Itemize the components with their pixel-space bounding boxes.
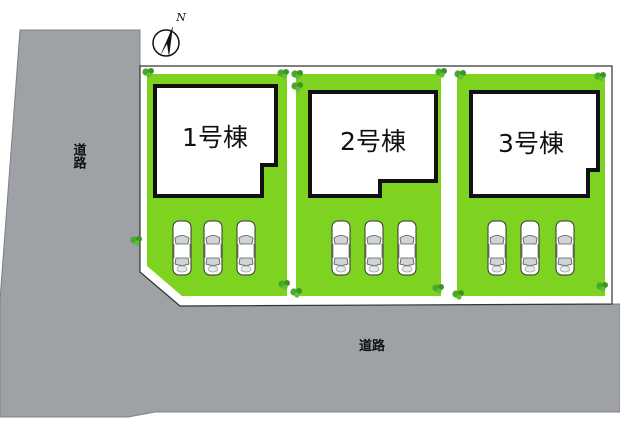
lot-1-building-label: 1号棟	[182, 123, 248, 152]
car-icon	[236, 220, 256, 276]
lot-1: 1号棟	[147, 74, 287, 296]
lot-2-building	[308, 90, 438, 198]
lot-1-parking	[172, 220, 256, 276]
north-arrow-icon	[160, 26, 173, 57]
car-icon	[203, 220, 223, 276]
lot-1-building	[153, 84, 278, 198]
lot-2-parking	[331, 220, 417, 276]
lot-3-building	[469, 90, 600, 198]
lot-3-building-label: 3号棟	[498, 129, 564, 158]
car-icon	[520, 220, 540, 276]
lot-2: 2号棟	[296, 74, 441, 296]
north-compass: N	[152, 11, 186, 57]
south-road-label: 道路	[359, 338, 386, 354]
lot-3-parking	[487, 220, 575, 276]
car-icon	[331, 220, 351, 276]
car-icon	[364, 220, 384, 276]
car-icon	[555, 220, 575, 276]
lot-3: 3号棟	[457, 74, 605, 296]
car-icon	[397, 220, 417, 276]
car-icon	[487, 220, 507, 276]
car-icon	[172, 220, 192, 276]
west-road-label: 道路	[71, 142, 87, 169]
north-label: N	[175, 11, 186, 24]
lot-2-building-label: 2号棟	[340, 127, 406, 156]
